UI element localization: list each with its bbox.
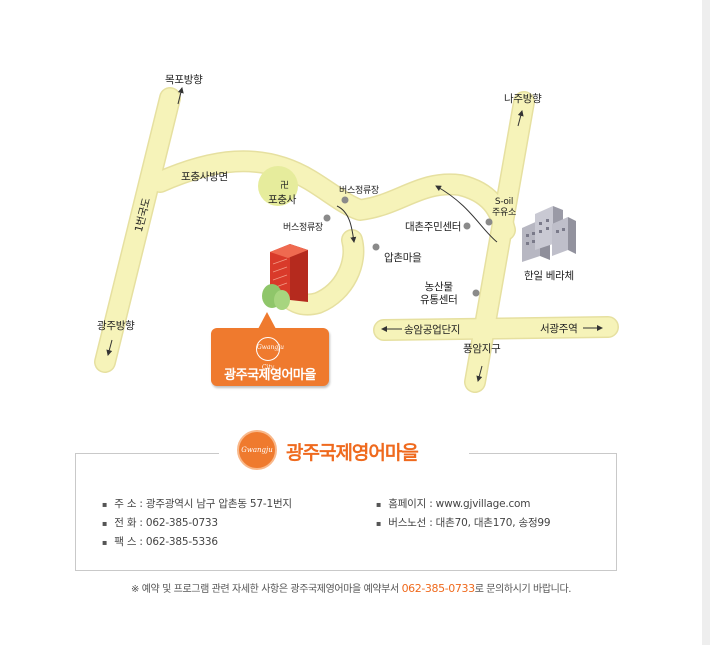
label-apchon-village: 압촌마을 — [384, 252, 422, 264]
note-phone: 062-385-0733 — [401, 582, 476, 595]
direction-arrows — [106, 87, 603, 382]
callout-logo-icon: Gwangju City — [256, 337, 284, 371]
info-title: 광주국제영어마을 — [286, 442, 419, 464]
info-homepage[interactable]: 홈페이지 : www.gjvillage.com — [376, 495, 550, 514]
label-naju-direction: 나주방향 — [504, 93, 542, 105]
callout-title: 광주국제영어마을 — [224, 368, 316, 383]
info-web-list: 홈페이지 : www.gjvillage.com 버스노선 : 대촌70, 대촌… — [376, 495, 550, 533]
info-phone: 전 화 : 062-385-0733 — [102, 514, 292, 533]
label-songam-industrial: 송암공업단지 — [404, 324, 461, 336]
label-mokpo-direction: 목포방향 — [165, 74, 203, 86]
poi-dots — [323, 196, 493, 297]
page-edge-bar — [702, 0, 710, 645]
label-daechon-center: 대촌주민센터 — [405, 221, 462, 233]
label-pochungsa-direction: 포충사방면 — [181, 171, 228, 183]
info-logo-icon: Gwangju City — [237, 430, 277, 490]
label-pungam-district: 풍암지구 — [463, 343, 501, 355]
label-bus-stop-2: 버스정류장 — [283, 223, 323, 233]
label-hanil-veracha: 한일 베라체 — [524, 270, 574, 282]
info-bus-routes: 버스노선 : 대촌70, 대촌170, 송정99 — [376, 514, 550, 533]
label-pochungsa: 포충사 — [268, 194, 297, 206]
info-address: 주 소 : 광주광역시 남구 압촌동 57-1번지 — [102, 495, 292, 514]
temple-icon: 卍 — [280, 181, 289, 191]
roads — [94, 87, 619, 393]
label-gwangju-direction: 광주방향 — [97, 320, 135, 332]
callout-pointer — [258, 312, 276, 329]
english-village-building — [262, 244, 308, 310]
label-seogwangju-station: 서광주역 — [540, 323, 578, 335]
info-contact-list: 주 소 : 광주광역시 남구 압촌동 57-1번지 전 화 : 062-385-… — [102, 495, 292, 552]
note-text-after: 로 문의하시기 바랍니다. — [474, 584, 572, 595]
info-fax: 팩 스 : 062-385-5336 — [102, 533, 292, 552]
reservation-note: ※ 예약 및 프로그램 관련 자세한 사항은 광주국제영어마을 예약부서 062… — [0, 580, 702, 595]
area-map — [94, 87, 619, 393]
apartment-buildings — [522, 206, 576, 262]
temple-area — [258, 166, 298, 206]
label-bus-stop-1: 버스정류장 — [339, 186, 379, 196]
note-text-before: ※ 예약 및 프로그램 관련 자세한 사항은 광주국제영어마을 예약부서 — [130, 584, 402, 595]
